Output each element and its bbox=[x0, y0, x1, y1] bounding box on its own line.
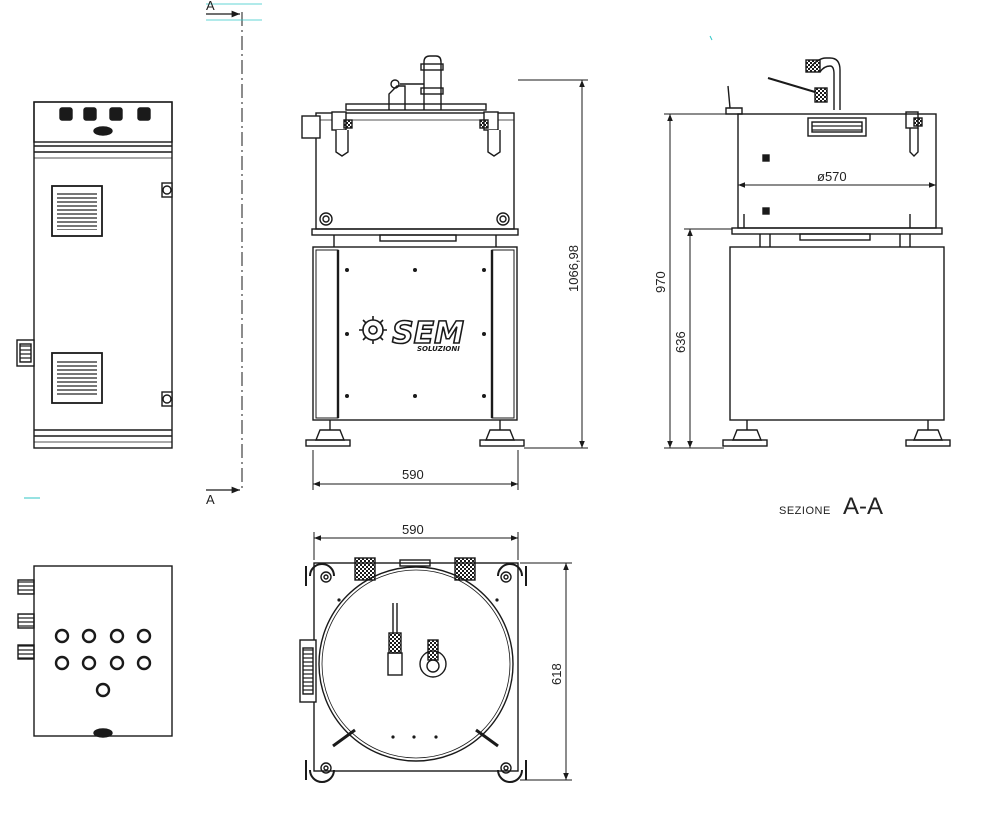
leveling-feet bbox=[305, 420, 525, 447]
section-caption-big: A-A bbox=[843, 493, 883, 520]
section-view bbox=[722, 57, 951, 447]
dim-front-height-label: 1066,98 bbox=[566, 245, 581, 292]
sem-logo: SEM SOLUZIONI bbox=[359, 315, 465, 353]
dim-front-width bbox=[312, 450, 519, 490]
cable-glands bbox=[59, 107, 151, 136]
plan-side-latches bbox=[17, 579, 35, 660]
dim-front-width-label: 590 bbox=[402, 467, 424, 482]
upper-louver bbox=[51, 185, 103, 237]
section-marker-top: A bbox=[206, 0, 215, 13]
lid-fittings bbox=[387, 603, 447, 678]
base-cabinet bbox=[312, 246, 518, 421]
gear-flame-icon bbox=[359, 316, 387, 344]
dim-plan-depth bbox=[520, 562, 572, 781]
dim-section-total-height bbox=[664, 113, 738, 449]
door-latch bbox=[16, 339, 35, 367]
dim-section-base-height bbox=[684, 228, 732, 448]
machine-plan-view bbox=[299, 557, 527, 783]
cabinet-front-view bbox=[16, 101, 173, 449]
logo-name: SEM bbox=[392, 316, 464, 351]
section-feet bbox=[722, 420, 951, 447]
lower-louver bbox=[51, 352, 103, 404]
dim-section-base-height-label: 636 bbox=[673, 331, 688, 353]
tank-lid bbox=[318, 566, 514, 762]
caster-wheels bbox=[305, 563, 527, 783]
section-top-fittings bbox=[725, 57, 841, 115]
logo-subtitle: SOLUZIONI bbox=[417, 345, 460, 353]
section-clamp bbox=[905, 111, 923, 157]
lid-hinge bbox=[299, 639, 317, 703]
top-fittings bbox=[345, 55, 487, 111]
cabinet-plan-view bbox=[17, 565, 173, 738]
construction-marks bbox=[24, 35, 713, 499]
dim-plan-width bbox=[313, 532, 519, 560]
section-caption-small: SEZIONE bbox=[779, 505, 831, 517]
section-cut-line bbox=[206, 3, 262, 494]
section-marker-bottom: A bbox=[206, 492, 215, 507]
dim-plan-depth-label: 618 bbox=[549, 663, 564, 685]
machine-front-view bbox=[301, 55, 525, 447]
dim-section-total-height-label: 970 bbox=[653, 271, 668, 293]
dim-front-height bbox=[518, 79, 588, 449]
door-hinges bbox=[161, 182, 173, 407]
dim-plan-width-label: 590 bbox=[402, 522, 424, 537]
dim-section-diameter-label: ø570 bbox=[817, 169, 847, 184]
tank-clamps bbox=[301, 111, 501, 157]
